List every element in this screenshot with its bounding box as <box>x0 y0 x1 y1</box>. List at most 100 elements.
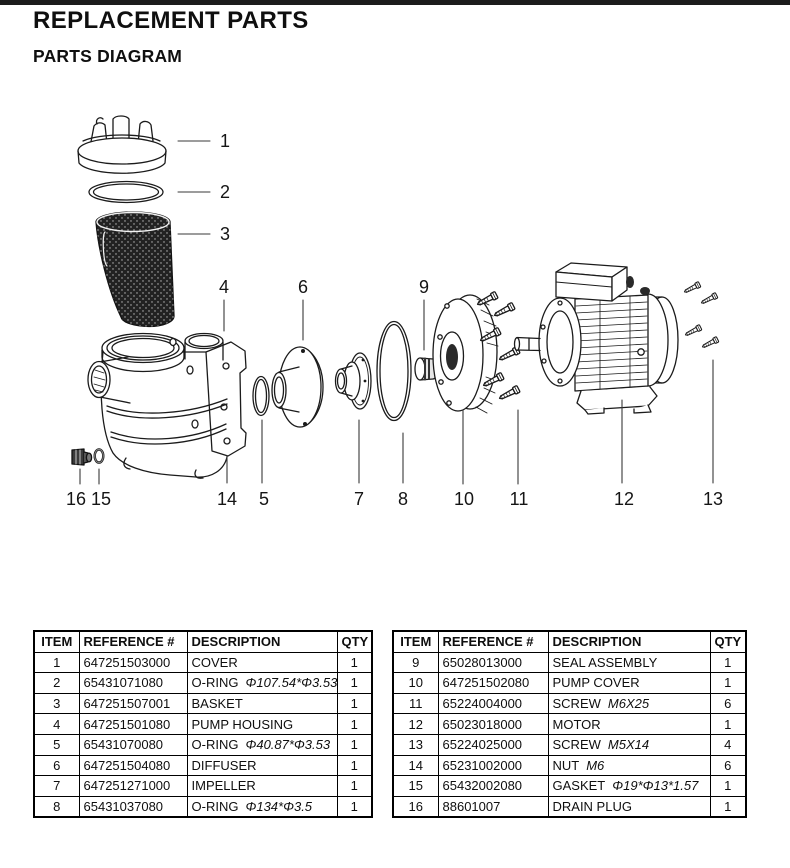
part-seal-assembly <box>414 357 439 381</box>
part-cover <box>77 115 167 174</box>
top-rule <box>0 0 790 5</box>
qty-cell: 1 <box>336 754 373 777</box>
callout-label: 13 <box>703 489 723 509</box>
item-cell: 9 <box>392 651 439 674</box>
callout-label: 6 <box>298 277 308 297</box>
item-cell: 2 <box>33 672 80 694</box>
description-cell: PUMP HOUSING <box>186 713 338 735</box>
item-cell: 13 <box>392 733 439 756</box>
column-header: ITEM <box>392 630 439 653</box>
reference-cell: 647251271000 <box>78 775 188 797</box>
part-pump-cover <box>432 294 499 414</box>
qty-cell: 1 <box>336 795 373 818</box>
item-cell: 11 <box>392 692 439 715</box>
reference-cell: 647251503000 <box>78 651 188 674</box>
description-spec: Φ40.87*Φ3.53 <box>245 737 331 753</box>
part-screws-m5x14 <box>682 281 720 351</box>
item-cell: 5 <box>33 733 80 756</box>
reference-cell: 65432002080 <box>437 775 549 797</box>
item-cell: 12 <box>392 713 439 735</box>
callout-label: 9 <box>419 277 429 297</box>
section-title: PARTS DIAGRAM <box>33 46 183 66</box>
item-cell: 6 <box>33 754 80 777</box>
reference-cell: 647251507001 <box>78 692 188 715</box>
callout-label: 10 <box>454 489 474 509</box>
column-header: ITEM <box>33 630 80 653</box>
part-oring-134 <box>376 320 412 422</box>
qty-cell: 1 <box>336 733 373 756</box>
reference-cell: 65224025000 <box>437 733 549 756</box>
page-title: REPLACEMENT PARTS <box>33 7 309 34</box>
item-cell: 3 <box>33 692 80 715</box>
qty-cell: 6 <box>709 692 747 715</box>
description-spec: Φ107.54*Φ3.53 <box>245 675 337 691</box>
part-pump-housing <box>87 332 247 479</box>
column-header: DESCRIPTION <box>547 630 711 653</box>
qty-cell: 1 <box>336 672 373 694</box>
item-cell: 10 <box>392 672 439 694</box>
part-oring-107 <box>88 180 164 204</box>
callout-label: 1 <box>220 131 230 151</box>
item-cell: 16 <box>392 795 439 818</box>
callout-label: 15 <box>91 489 111 509</box>
reference-cell: 647251501080 <box>78 713 188 735</box>
column-header: REFERENCE # <box>437 630 549 653</box>
qty-cell: 1 <box>336 651 373 674</box>
callout-label: 4 <box>219 277 229 297</box>
callout-label: 7 <box>354 489 364 509</box>
reference-cell: 65431071080 <box>78 672 188 694</box>
reference-cell: 65224004000 <box>437 692 549 715</box>
reference-cell: 647251504080 <box>78 754 188 777</box>
qty-cell: 1 <box>336 713 373 735</box>
qty-cell: 4 <box>709 733 747 756</box>
description-spec: M6X25 <box>607 696 650 712</box>
column-header: REFERENCE # <box>78 630 188 653</box>
reference-cell: 65431070080 <box>78 733 188 756</box>
item-cell: 14 <box>392 754 439 777</box>
description-cell: MOTOR <box>547 713 711 735</box>
item-cell: 8 <box>33 795 80 818</box>
qty-cell: 1 <box>709 672 747 694</box>
qty-cell: 1 <box>709 775 747 797</box>
callout-label: 8 <box>398 489 408 509</box>
item-cell: 4 <box>33 713 80 735</box>
part-diffuser <box>271 346 324 428</box>
callout-label: 14 <box>217 489 237 509</box>
description-cell: IMPELLER <box>186 775 338 797</box>
qty-cell: 6 <box>709 754 747 777</box>
reference-cell: 88601007 <box>437 795 549 818</box>
callout-label: 11 <box>510 489 529 509</box>
column-header: DESCRIPTION <box>186 630 338 653</box>
description-cell: PUMP COVER <box>547 672 711 694</box>
reference-cell: 65231002000 <box>437 754 549 777</box>
reference-cell: 65431037080 <box>78 795 188 818</box>
description-cell: BASKET <box>186 692 338 715</box>
item-cell: 1 <box>33 651 80 674</box>
callout-label: 2 <box>220 182 230 202</box>
part-motor <box>513 262 679 415</box>
